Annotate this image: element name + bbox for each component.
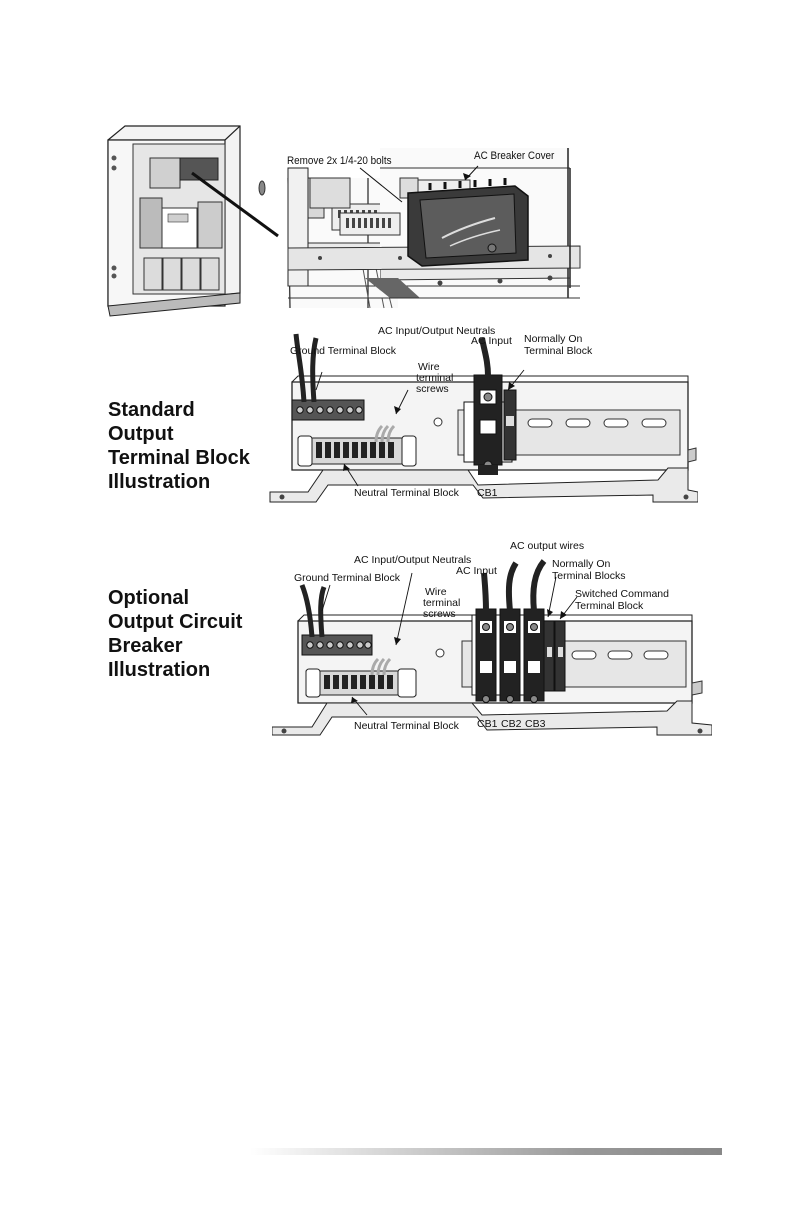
optional-breaker-labels: AC Input/Output Neutrals Ground Terminal… — [294, 540, 669, 732]
heading-line: Output Circuit — [108, 611, 243, 633]
footer-rule — [250, 1148, 722, 1155]
heading-line: Standard — [108, 399, 195, 421]
label-cb1: CB1 — [477, 487, 498, 499]
label-ac-input: AC Input — [471, 335, 512, 347]
ac-breaker-cover-photo — [287, 165, 581, 299]
label-switched-command: Switched Command — [575, 588, 669, 600]
label-neutrals: AC Input/Output Neutrals — [354, 554, 471, 566]
callout-ac-breaker-cover: AC Breaker Cover — [474, 150, 555, 162]
label-wire-screws: screws — [416, 383, 449, 395]
label-normally-on: Terminal Blocks — [552, 570, 626, 582]
heading-line: Illustration — [108, 659, 211, 681]
label-normally-on: Terminal Block — [524, 345, 593, 357]
heading-line: Breaker — [108, 635, 183, 657]
label-wire-screws: terminal — [423, 597, 460, 609]
label-normally-on: Normally On — [524, 333, 583, 345]
label-cb1: CB1 — [477, 718, 498, 730]
standard-heading: Standard Output Terminal Block Illustrat… — [108, 398, 250, 494]
label-neutrals: AC Input/Output Neutrals — [378, 325, 495, 337]
label-switched-command: Terminal Block — [575, 600, 644, 612]
label-wire-screws: terminal — [416, 372, 453, 384]
label-neutral-block: Neutral Terminal Block — [354, 720, 460, 732]
label-ac-input: AC Input — [456, 565, 497, 577]
standard-terminal-diagram — [269, 333, 698, 503]
label-cb3: CB3 — [525, 718, 546, 730]
optional-breaker-diagram — [272, 559, 712, 736]
heading-line: Terminal Block — [108, 447, 250, 469]
label-cb2: CB2 — [501, 718, 522, 730]
label-neutral-block: Neutral Terminal Block — [354, 487, 460, 499]
heading-line: Illustration — [108, 471, 211, 493]
label-wire-screws: Wire — [425, 586, 447, 598]
callout-remove-bolts: Remove 2x 1/4-20 bolts — [287, 155, 392, 167]
heading-line: Optional — [108, 587, 190, 609]
label-ac-output-wires: AC output wires — [510, 540, 584, 552]
heading-line: Output — [108, 423, 174, 445]
label-ground-block: Ground Terminal Block — [290, 345, 397, 357]
optional-heading: Optional Output Circuit Breaker Illustra… — [108, 586, 242, 682]
label-normally-on: Normally On — [552, 558, 611, 570]
standard-terminal-labels: AC Input/Output Neutrals Ground Terminal… — [290, 325, 593, 499]
label-wire-screws: screws — [423, 608, 456, 620]
label-ground-block: Ground Terminal Block — [294, 572, 401, 584]
label-wire-screws: Wire — [418, 361, 440, 373]
